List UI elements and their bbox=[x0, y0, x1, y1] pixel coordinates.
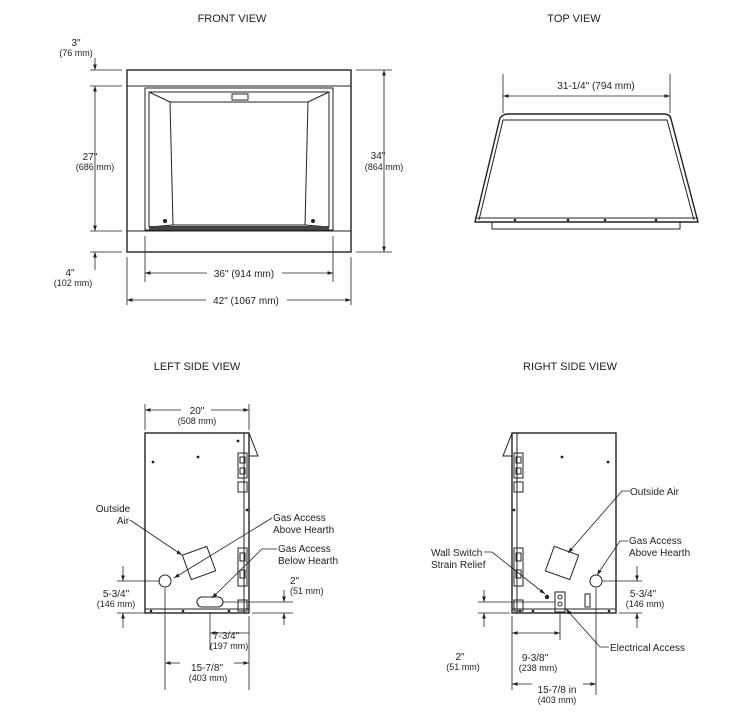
right-bottom-offset-metric: (51 mm) bbox=[446, 662, 480, 672]
right-side-view: RIGHT SIDE VIEW Outside Air bbox=[431, 361, 690, 705]
front-firebox-back bbox=[169, 101, 309, 226]
right-height-offset-imperial: 5-3/4" bbox=[630, 589, 657, 600]
left-height-offset-imperial: 5-3/4" bbox=[103, 589, 130, 600]
right-gas-above-label-2: Above Hearth bbox=[629, 548, 690, 559]
front-top-offset-metric: (76 mm) bbox=[59, 48, 93, 58]
left-view-title: LEFT SIDE VIEW bbox=[154, 361, 241, 373]
right-wall-switch-strain-relief bbox=[544, 594, 550, 600]
left-depth-metric: (508 mm) bbox=[178, 416, 217, 426]
right-gas-above-label-1: Gas Access bbox=[629, 536, 682, 547]
front-outer-frame bbox=[126, 69, 352, 253]
left-outside-air-label-2: Air bbox=[117, 516, 130, 527]
top-view-title: TOP VIEW bbox=[547, 13, 601, 25]
left-gas-offset-imperial: 7-3/4" bbox=[213, 631, 240, 642]
left-gas-above-label-2: Above Hearth bbox=[273, 525, 334, 536]
left-outside-air-offset-metric: (403 mm) bbox=[189, 673, 228, 683]
right-height-offset-metric: (146 mm) bbox=[626, 599, 665, 609]
right-view-title: RIGHT SIDE VIEW bbox=[523, 361, 618, 373]
right-electrical-offset-metric: (238 mm) bbox=[519, 663, 558, 673]
left-side-view: LEFT SIDE VIEW 20" bbox=[96, 361, 338, 690]
right-gas-access-above bbox=[544, 545, 580, 581]
front-opening-width: 36" (914 mm) bbox=[214, 269, 274, 280]
right-wall-switch-label-1: Wall Switch bbox=[431, 548, 482, 559]
left-body bbox=[144, 432, 250, 614]
top-view: TOP VIEW 31-1/4" (794 mm) bbox=[474, 13, 699, 230]
right-outside-air-label: Outside Air bbox=[630, 487, 680, 498]
left-outside-air-label-1: Outside bbox=[96, 504, 131, 515]
left-gas-below-label-1: Gas Access bbox=[278, 544, 331, 555]
right-electrical-offset-imperial: 9-3/8" bbox=[522, 653, 549, 664]
left-outside-air-port bbox=[158, 574, 172, 588]
left-outside-air-offset-imperial: 15-7/8" bbox=[191, 663, 223, 674]
front-opening-height-metric: (686 mm) bbox=[76, 162, 115, 172]
left-height-offset-metric: (146 mm) bbox=[97, 599, 136, 609]
right-electrical-label: Electrical Access bbox=[610, 643, 685, 654]
left-depth-imperial: 20" bbox=[190, 406, 205, 417]
right-body bbox=[511, 432, 617, 614]
front-view-title: FRONT VIEW bbox=[198, 13, 267, 25]
front-bottom-offset-imperial: 4" bbox=[65, 268, 75, 279]
front-view: FRONT VIEW 3" (76 mm) 27" bbox=[54, 13, 404, 307]
front-firebox-opening bbox=[144, 87, 334, 231]
left-bottom-offset-metric: (51 mm) bbox=[290, 586, 324, 596]
right-bottom-offset-imperial: 2" bbox=[455, 652, 465, 663]
front-overall-height-imperial: 34" bbox=[371, 151, 386, 162]
right-wall-switch-label-2: Strain Relief bbox=[431, 560, 486, 571]
front-overall-width: 42" (1067 mm) bbox=[213, 296, 279, 307]
left-gas-access-above bbox=[181, 545, 217, 581]
left-gas-access-below bbox=[196, 596, 224, 608]
right-outside-air-port bbox=[589, 574, 603, 588]
right-outside-air-offset-imperial: 15-7/8 in bbox=[538, 685, 577, 696]
top-width: 31-1/4" (794 mm) bbox=[557, 81, 634, 92]
right-outside-air-offset-metric: (403 mm) bbox=[538, 695, 577, 705]
left-gas-offset-metric: (197 mm) bbox=[210, 641, 249, 651]
left-gas-above-label-1: Gas Access bbox=[273, 513, 326, 524]
front-overall-height-metric: (864 mm) bbox=[365, 162, 404, 172]
front-bottom-offset-metric: (102 mm) bbox=[54, 278, 93, 288]
left-gas-below-label-2: Below Hearth bbox=[278, 556, 338, 567]
left-bottom-offset-imperial: 2" bbox=[290, 576, 300, 587]
top-outline bbox=[474, 113, 699, 223]
front-opening-height-imperial: 27" bbox=[83, 152, 98, 163]
top-rear-flange bbox=[491, 221, 681, 230]
front-top-offset-imperial: 3" bbox=[71, 38, 81, 49]
